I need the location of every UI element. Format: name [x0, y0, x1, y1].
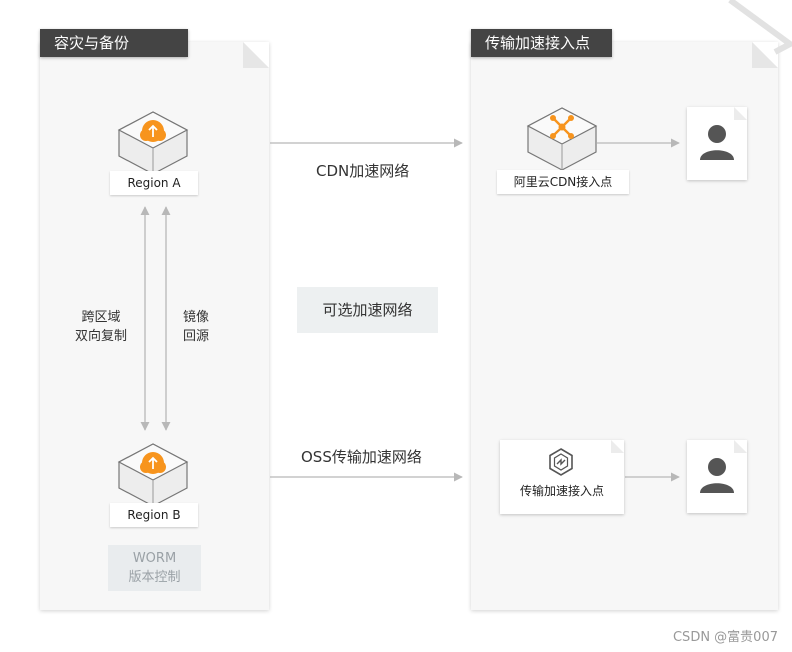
decorative-stroke: [728, 0, 792, 55]
user-icon: [700, 125, 734, 160]
user-card-cdn: [687, 107, 747, 180]
region-b-label: Region B: [110, 503, 198, 527]
user-icon: [700, 458, 734, 493]
transfer-access-point-label: 传输加速接入点: [519, 484, 604, 498]
worm-line2: 版本控制: [128, 570, 181, 585]
optional-acceleration-network: 可选加速网络: [297, 287, 438, 333]
mirror-back-to-origin-label: 镜像 回源: [176, 308, 216, 346]
cdn-access-point-label: 阿里云CDN接入点: [497, 170, 629, 194]
worm-line1: WORM: [132, 551, 177, 566]
region-a-label: Region A: [110, 171, 198, 195]
cross-region-replication-label: 跨区域 双向复制: [66, 308, 136, 346]
cdn-node-icon: [526, 107, 598, 171]
oss-network-label: OSS传输加速网络: [301, 448, 422, 466]
oss-bucket-icon: [117, 443, 189, 507]
oss-bucket-icon: [117, 111, 189, 175]
transfer-access-card: 传输加速接入点: [500, 440, 624, 514]
acceleration-access-title: 传输加速接入点: [471, 29, 612, 57]
user-card-oss: [687, 440, 747, 513]
worm-versioning-box: WORM 版本控制: [108, 545, 201, 591]
cross-region-line1: 跨区域: [81, 310, 121, 325]
transfer-acceleration-icon: [549, 448, 573, 476]
cross-region-line2: 双向复制: [74, 329, 127, 344]
mirror-line1: 镜像: [182, 310, 209, 325]
cdn-network-label: CDN加速网络: [316, 162, 410, 180]
mirror-line2: 回源: [182, 329, 209, 344]
disaster-recovery-title: 容灾与备份: [40, 29, 188, 57]
watermark-footer: CSDN @富贵007: [672, 630, 778, 645]
